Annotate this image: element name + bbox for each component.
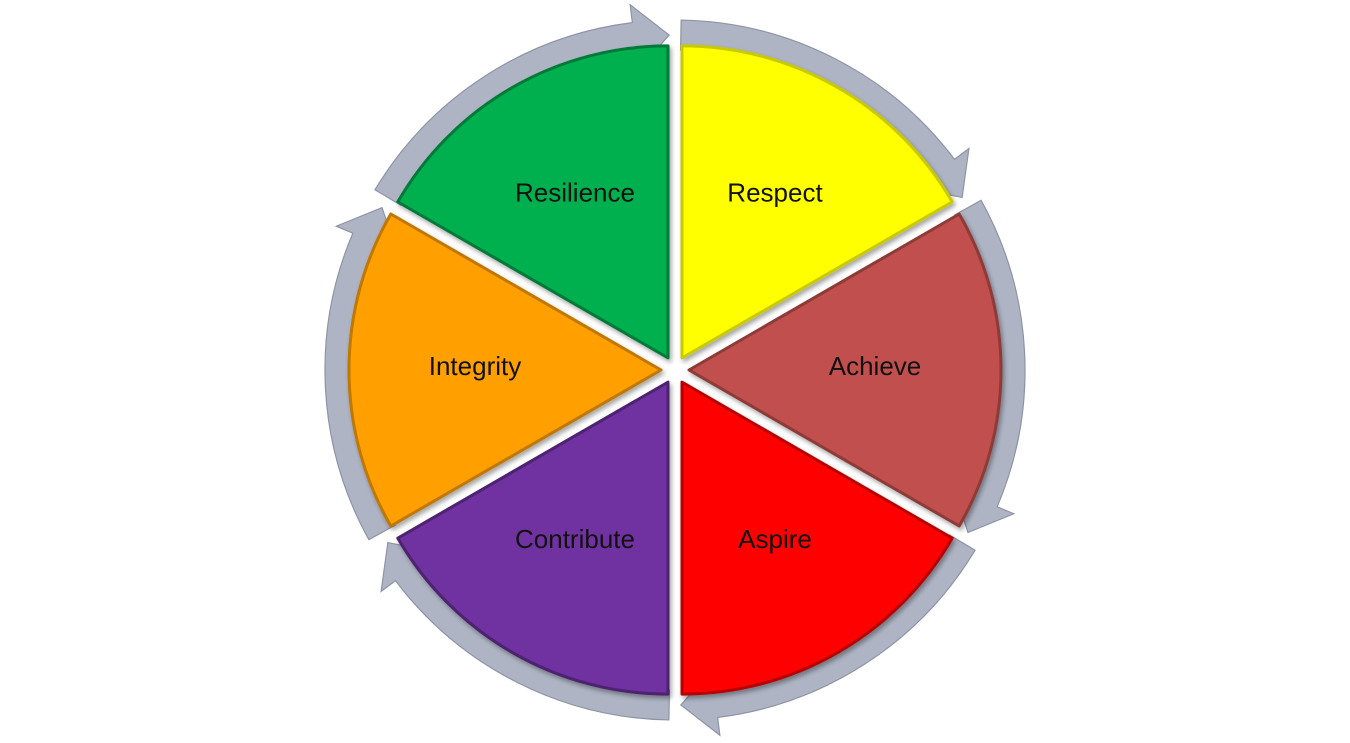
segment-contribute: [396, 380, 670, 696]
segment-label-resilience: Resilience: [515, 178, 635, 208]
segment-achieve: [687, 212, 1003, 528]
segment-integrity: [347, 212, 663, 528]
segment-aspire: [680, 380, 954, 696]
segment-label-respect: Respect: [727, 178, 823, 208]
segment-label-achieve: Achieve: [829, 351, 922, 381]
segment-label-integrity: Integrity: [429, 351, 522, 381]
cycle-segments: [347, 44, 1003, 696]
segment-label-aspire: Aspire: [738, 524, 812, 554]
segment-respect: [680, 44, 954, 360]
segment-label-contribute: Contribute: [515, 524, 635, 554]
segment-resilience: [396, 44, 670, 360]
